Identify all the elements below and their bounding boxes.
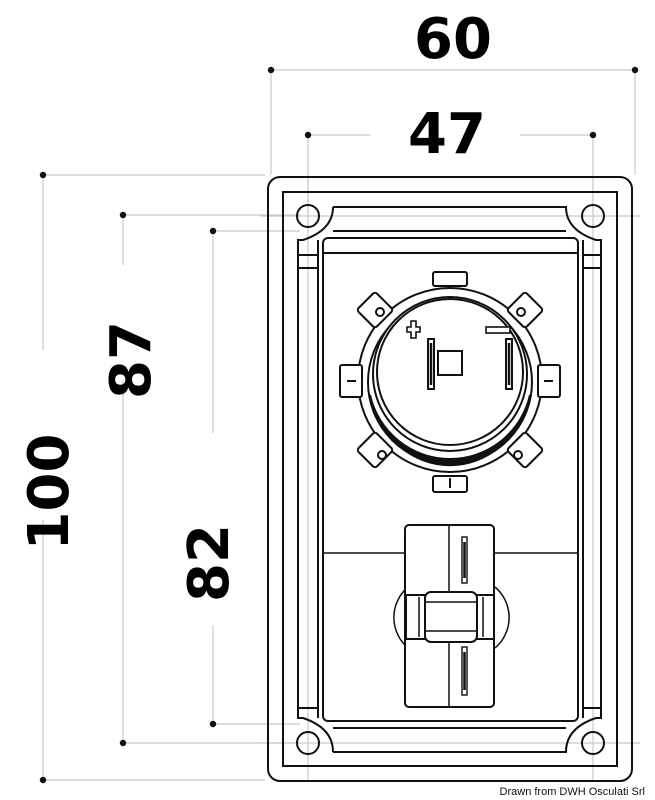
panel-outer-border bbox=[267, 176, 633, 782]
socket-center-pin bbox=[437, 350, 463, 376]
mount-hole-bl bbox=[296, 731, 320, 755]
plus-icon bbox=[406, 320, 421, 339]
minus-icon bbox=[485, 326, 511, 334]
mount-hole-br bbox=[581, 731, 605, 755]
toggle-switch bbox=[393, 524, 510, 708]
dimension-lines bbox=[42, 69, 640, 782]
dim-height-overall: 100 bbox=[17, 434, 82, 551]
credit-text: Drawn from DWH Osculati Srl bbox=[499, 786, 645, 798]
panel-inner-border bbox=[282, 191, 618, 767]
dimension-dots bbox=[39, 66, 639, 784]
panel bbox=[267, 176, 633, 782]
inner-recess bbox=[322, 237, 579, 722]
dim-width-overall: 60 bbox=[414, 7, 492, 72]
dim-height-holes: 87 bbox=[99, 321, 164, 399]
mount-hole-tr bbox=[581, 204, 605, 228]
socket-teeth bbox=[339, 271, 561, 493]
dim-height-inner: 82 bbox=[177, 524, 242, 602]
switch-lever bbox=[424, 591, 478, 643]
socket bbox=[339, 271, 561, 493]
mount-hole-tl bbox=[296, 204, 320, 228]
bottom-bezel bbox=[297, 690, 602, 753]
dim-width-holes: 47 bbox=[408, 102, 486, 167]
